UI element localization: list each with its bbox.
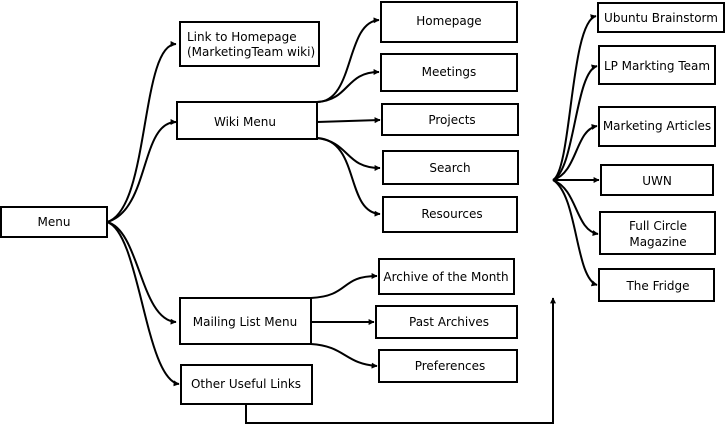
node-meetings: Meetings (380, 53, 518, 92)
node-marketing-articles-label: Marketing Articles (603, 119, 711, 133)
edge-mailing-archive-month (310, 273, 378, 299)
node-search: Search (382, 150, 519, 185)
node-lp-marketing-team: LP Markting Team (598, 45, 716, 85)
node-past-archives-label: Past Archives (409, 315, 489, 329)
node-menu: Menu (0, 206, 108, 238)
edges (106, 14, 600, 424)
node-projects: Projects (381, 103, 519, 136)
node-wiki-menu-label: Wiki Menu (214, 115, 276, 129)
node-full-circle-line-1: Full Circle (629, 219, 687, 233)
edge-wiki-menu-resources (316, 137, 381, 217)
node-lp-marketing-team-label: LP Markting Team (604, 59, 710, 73)
edge-connector-lp-marketing-team (552, 64, 598, 181)
node-preferences-label: Preferences (415, 359, 486, 373)
node-resources: Resources (382, 196, 518, 233)
node-ubuntu-brainstorm: Ubuntu Brainstorm (597, 2, 725, 33)
node-marketing-articles: Marketing Articles (598, 106, 716, 147)
node-other-useful-links-label: Other Useful Links (191, 377, 301, 391)
edge-connector-ubuntu-brainstorm (552, 14, 597, 181)
edge-wiki-menu-search (316, 137, 381, 171)
edge-wiki-menu-meetings (316, 69, 380, 103)
node-meetings-label: Meetings (422, 65, 477, 79)
node-homepage-label: Homepage (416, 14, 481, 28)
node-link-homepage: Link to Homepage (MarketingTeam wiki) (179, 21, 320, 67)
edge-menu-other-useful-links (106, 221, 180, 387)
node-mailing-list-menu-label: Mailing List Menu (193, 315, 297, 329)
edge-other-links-connector (245, 297, 556, 424)
node-preferences: Preferences (378, 349, 518, 383)
node-other-useful-links: Other Useful Links (180, 364, 313, 405)
edge-menu-mailing-list-menu (106, 221, 177, 325)
edge-connector-marketing-articles (552, 124, 598, 181)
edge-wiki-menu-homepage (316, 17, 380, 103)
edge-menu-wiki-menu (106, 119, 177, 223)
edge-wiki-menu-projects (316, 117, 381, 124)
node-full-circle-line-2: Magazine (629, 235, 686, 249)
node-uwn-label: UWN (642, 174, 672, 188)
node-uwn: UWN (600, 164, 714, 196)
node-archive-month: Archive of the Month (378, 258, 515, 295)
node-past-archives: Past Archives (375, 305, 518, 339)
node-the-fridge: The Fridge (598, 268, 715, 302)
edge-menu-link-homepage (106, 41, 177, 223)
node-link-homepage-line-2: (MarketingTeam wiki) (187, 45, 315, 59)
node-the-fridge-label: The Fridge (625, 279, 689, 293)
node-wiki-menu: Wiki Menu (176, 101, 318, 140)
node-projects-label: Projects (428, 113, 475, 127)
node-search-label: Search (429, 161, 470, 175)
node-resources-label: Resources (421, 207, 482, 221)
node-full-circle: Full Circle Magazine (599, 211, 716, 255)
node-menu-label: Menu (38, 215, 71, 229)
node-archive-month-label: Archive of the Month (383, 270, 508, 284)
node-link-homepage-line-1: Link to Homepage (187, 30, 297, 44)
edge-mailing-preferences (310, 343, 378, 369)
node-mailing-list-menu: Mailing List Menu (179, 297, 312, 345)
node-ubuntu-brainstorm-label: Ubuntu Brainstorm (604, 11, 718, 25)
node-homepage: Homepage (380, 1, 518, 43)
edge-connector-full-circle (552, 179, 599, 237)
edge-connector-the-fridge (552, 179, 598, 287)
